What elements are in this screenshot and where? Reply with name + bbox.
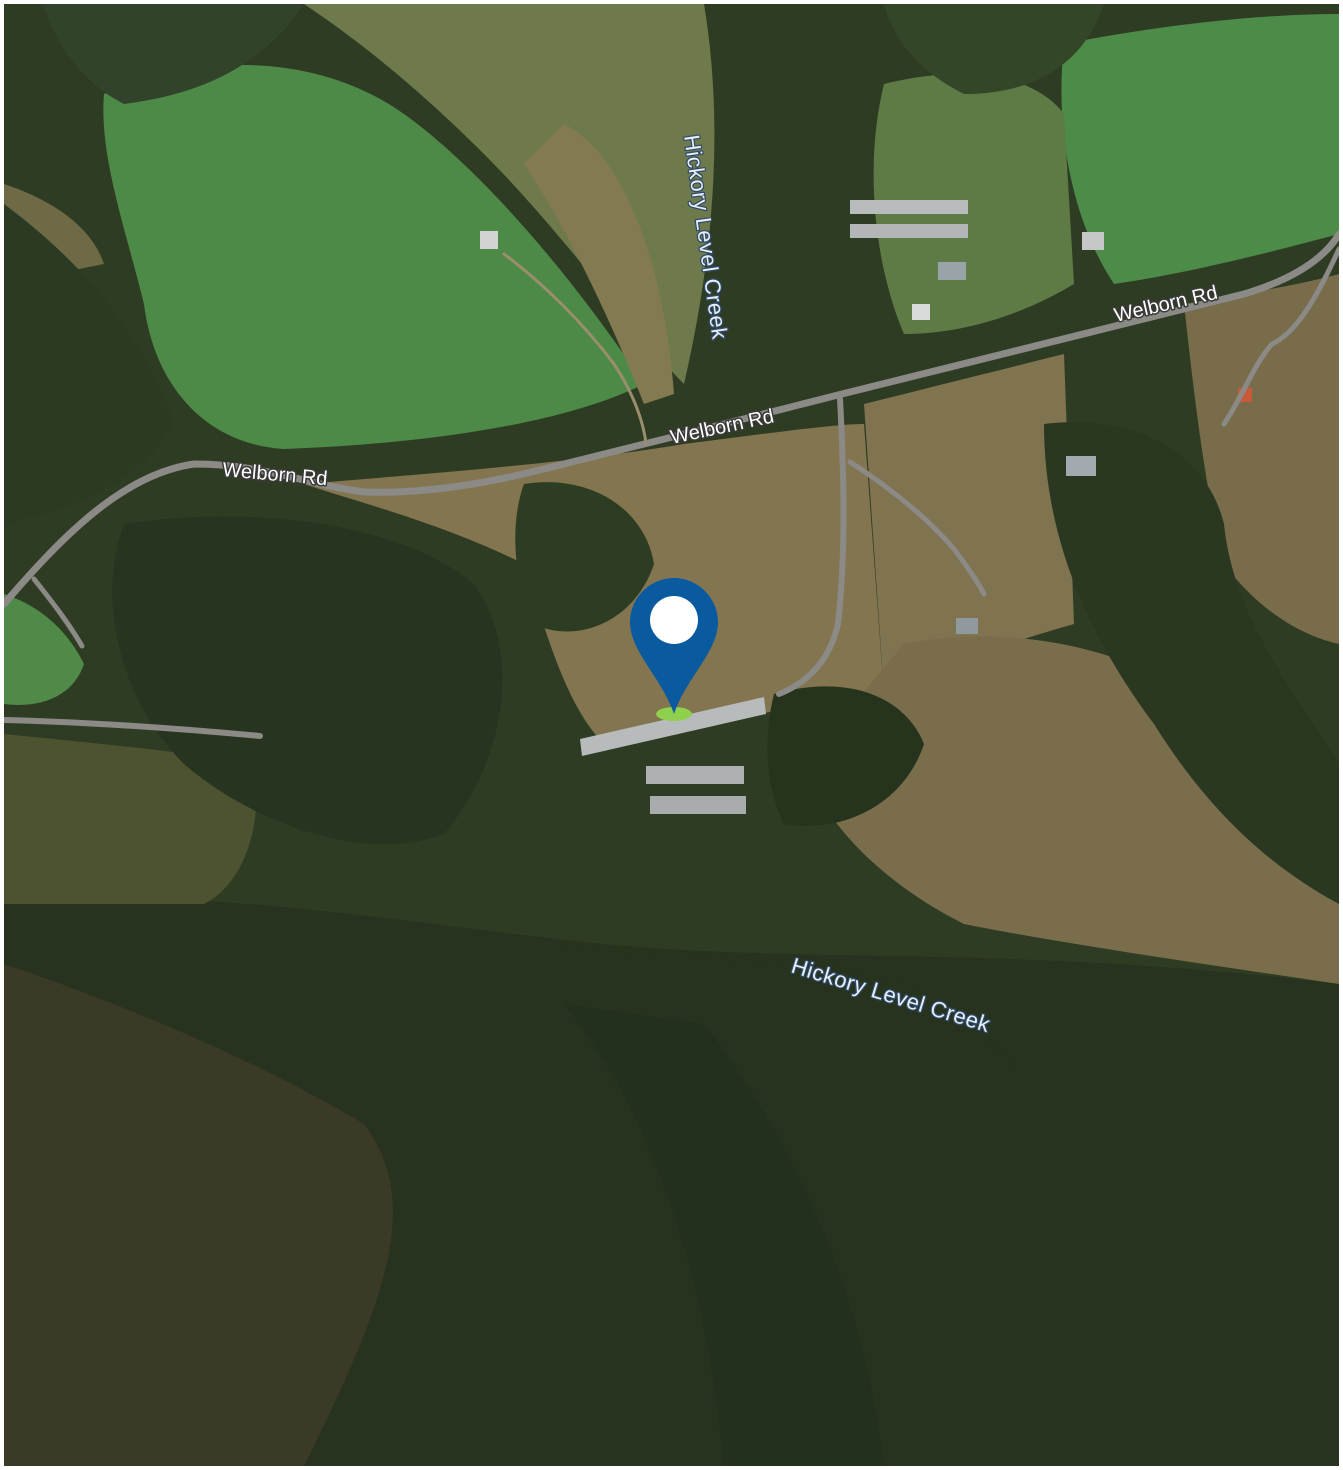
map-imagery: Welborn Rd Welborn Rd Welborn Rd Hickory… [4,4,1339,1466]
satellite-map[interactable]: Welborn Rd Welborn Rd Welborn Rd Hickory… [4,4,1339,1466]
roads [4,230,1339,739]
location-pin-icon[interactable] [626,574,722,726]
poultry-houses [480,200,1252,814]
pin-center-dot [650,596,698,644]
